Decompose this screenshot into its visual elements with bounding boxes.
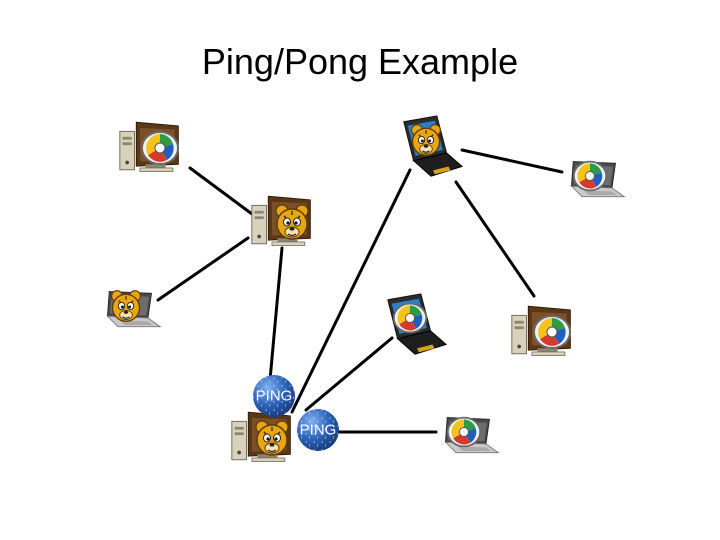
ping-message: PING xyxy=(253,375,295,417)
network-node-n5 xyxy=(571,160,625,198)
ping-messages: PING PING xyxy=(253,375,339,451)
link-n4-n7 xyxy=(454,180,536,298)
network-node-n4 xyxy=(403,115,463,177)
network-node-n8 xyxy=(231,411,291,463)
network-node-n1 xyxy=(119,121,179,173)
ping-message: PING xyxy=(297,409,339,451)
link-n2-n3 xyxy=(156,236,250,302)
slide-title: Ping/Pong Example xyxy=(201,41,519,82)
software-logo-icon xyxy=(572,160,608,192)
mascot-icon xyxy=(110,289,142,323)
network-node-n9 xyxy=(445,416,499,454)
link-n1-n2 xyxy=(188,166,254,216)
ping-label: PING xyxy=(300,422,337,439)
mascot-icon xyxy=(275,204,309,240)
network-node-n7 xyxy=(511,305,571,357)
link-n4-n8 xyxy=(290,168,412,414)
network-node-n3 xyxy=(107,289,161,328)
ping-label: PING xyxy=(256,388,293,405)
link-n6-n8 xyxy=(304,336,394,412)
link-n4-n5 xyxy=(460,148,564,174)
software-logo-icon xyxy=(392,302,428,334)
network-node-n6 xyxy=(387,293,447,355)
mascot-icon xyxy=(255,420,289,456)
network-links xyxy=(156,148,564,434)
software-logo-icon xyxy=(446,416,482,448)
link-n2-n8 xyxy=(268,246,284,382)
network-node-n2 xyxy=(251,195,311,247)
software-logo-icon xyxy=(533,315,571,349)
ping-ball-texture xyxy=(253,375,295,417)
ping-ball-texture xyxy=(297,409,339,451)
mascot-icon xyxy=(410,123,442,157)
software-logo-icon xyxy=(141,131,179,165)
